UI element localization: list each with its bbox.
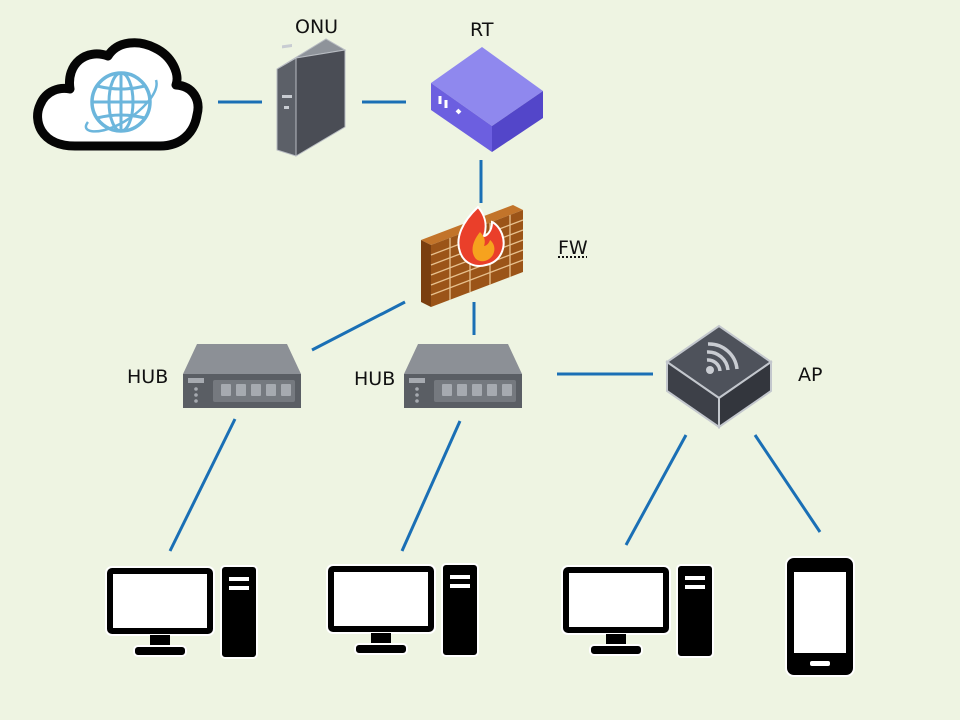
cloud-globe-icon [33,38,203,151]
fw-label: FW [558,237,588,259]
firewall-icon [421,205,524,307]
link-ap-pc3 [624,434,688,546]
server-tower-icon [276,38,347,157]
link-hub2-pc2 [400,420,462,552]
hub-switch-icon [183,344,301,408]
smartphone-icon [785,556,855,677]
link-fw-hub1 [311,300,406,352]
desktop-pc-icon [561,564,714,658]
wifi-access-point-icon [665,324,773,429]
link-hub1-pc1 [168,418,237,552]
desktop-pc-icon [105,565,258,659]
link-ap-phone [753,434,822,533]
router-box-icon [431,47,543,152]
rt-label: RT [470,19,494,41]
hub2-label: HUB [354,368,396,390]
desktop-pc-icon [326,563,479,657]
onu-label: ONU [295,16,339,38]
hub1-label: HUB [127,366,169,388]
ap-label: AP [798,364,823,386]
hub-switch-icon [404,344,522,408]
